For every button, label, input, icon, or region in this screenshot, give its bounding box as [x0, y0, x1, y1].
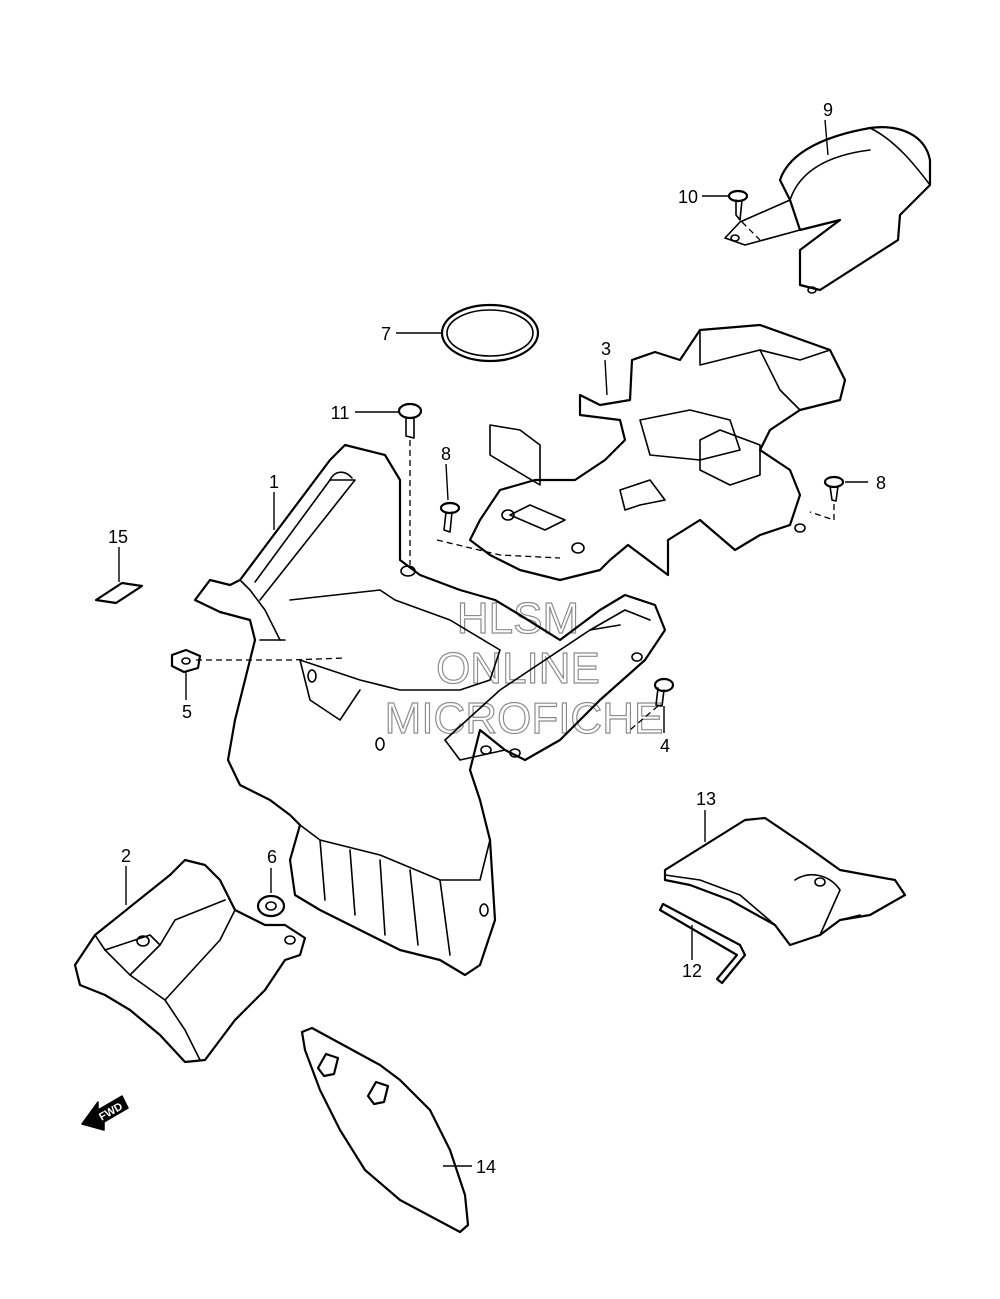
mounting-lines — [196, 221, 835, 731]
watermark: HLSM ONLINE MICROFICHE — [384, 593, 664, 743]
fwd-arrow-icon: FWD — [81, 1095, 129, 1131]
part-6-washer — [256, 894, 286, 918]
fwd-label: FWD — [97, 1101, 125, 1124]
part-14-plate — [300, 1026, 470, 1234]
part-4-screw — [653, 677, 675, 707]
callout-13: 13 — [696, 789, 716, 809]
part-7-seal-ring — [440, 303, 540, 363]
part-10-screw — [727, 189, 749, 221]
callout-11: 11 — [331, 403, 350, 423]
leader-lines — [118, 119, 868, 1167]
watermark-line-1: HLSM — [457, 594, 579, 643]
part-9-rear-cover — [724, 126, 932, 294]
part-12-hex-wrench — [658, 902, 747, 985]
part-13-tool-bag — [663, 816, 907, 947]
callout-5: 5 — [182, 702, 192, 722]
part-5-clip-nut — [170, 648, 202, 674]
callout-2: 2 — [121, 846, 131, 866]
callout-4: 4 — [660, 736, 670, 756]
part-3-bracket — [468, 323, 847, 582]
callout-3: 3 — [601, 339, 611, 359]
part-8-screw-left — [439, 501, 461, 533]
part-8-screw-right — [823, 475, 845, 502]
part-15-pad — [94, 581, 144, 605]
callout-6: 6 — [267, 847, 277, 867]
part-11-bolt — [397, 402, 423, 439]
callouts: 9 10 7 3 11 8 8 1 15 5 4 13 6 2 12 14 — [108, 100, 886, 1177]
callout-15: 15 — [108, 527, 128, 547]
callout-12: 12 — [682, 961, 702, 981]
part-2-side-cover — [73, 858, 307, 1064]
watermark-line-3: MICROFICHE — [385, 694, 664, 743]
callout-1: 1 — [269, 472, 279, 492]
callout-10: 10 — [678, 187, 698, 207]
callout-8-right: 8 — [876, 473, 886, 493]
callout-8-left: 8 — [441, 444, 451, 464]
callout-14: 14 — [476, 1157, 496, 1177]
part-1-rear-fender — [193, 443, 667, 977]
callout-7: 7 — [381, 324, 391, 344]
watermark-line-2: ONLINE — [436, 644, 600, 693]
callout-9: 9 — [823, 100, 833, 120]
